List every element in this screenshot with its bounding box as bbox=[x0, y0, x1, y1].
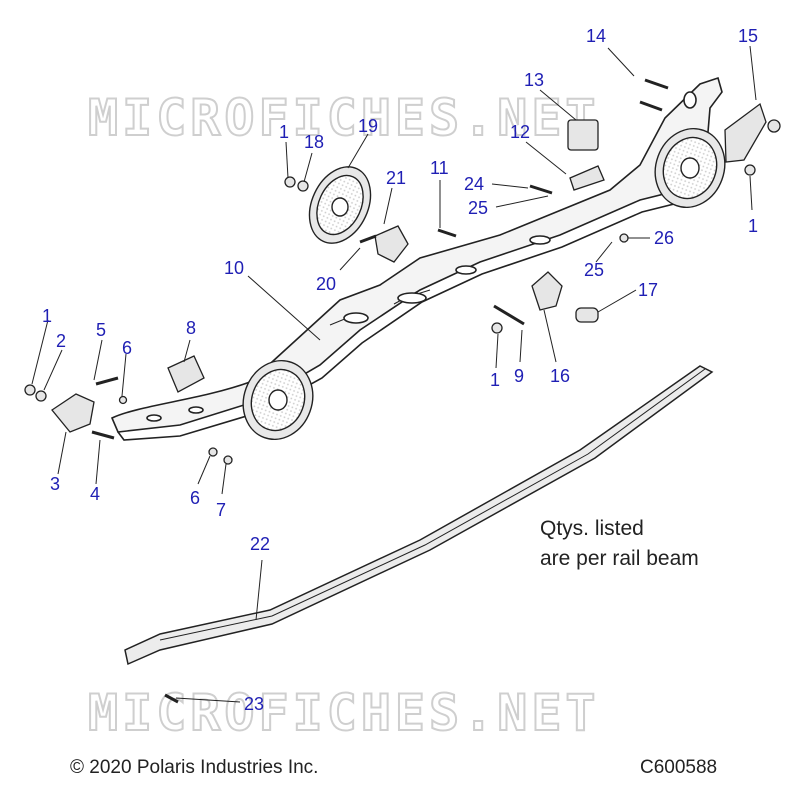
callout-25b: 25 bbox=[584, 260, 604, 280]
callout-17: 17 bbox=[638, 280, 658, 300]
callout-15: 15 bbox=[738, 26, 758, 46]
callout-1d: 1 bbox=[42, 306, 52, 326]
callout-12: 12 bbox=[510, 122, 530, 142]
washer-2 bbox=[35, 390, 47, 402]
block-8 bbox=[167, 355, 205, 393]
callout-18: 18 bbox=[304, 132, 324, 152]
callout-21: 21 bbox=[386, 168, 406, 188]
wheel-upper bbox=[308, 166, 372, 244]
small-hardware bbox=[24, 78, 781, 704]
callout-6b: 6 bbox=[190, 488, 200, 508]
bushing-17 bbox=[575, 307, 599, 323]
callout-10: 10 bbox=[224, 258, 244, 278]
rail-beam bbox=[110, 76, 723, 441]
nut-15a bbox=[767, 119, 781, 133]
leader-lines bbox=[31, 45, 757, 703]
nut-1a bbox=[284, 176, 296, 188]
callout-14: 14 bbox=[586, 26, 606, 46]
washer-26 bbox=[619, 233, 629, 243]
callout-24: 24 bbox=[464, 174, 484, 194]
nut-1b bbox=[744, 164, 756, 176]
spacer-21 bbox=[374, 225, 409, 263]
block-12 bbox=[569, 165, 605, 191]
callout-11: 11 bbox=[430, 158, 449, 178]
callout-23: 23 bbox=[244, 694, 264, 714]
callout-20: 20 bbox=[316, 274, 336, 294]
nut-1c bbox=[491, 322, 503, 334]
block-13 bbox=[567, 119, 599, 151]
cap-3 bbox=[51, 393, 95, 433]
callout-5: 5 bbox=[96, 320, 106, 340]
callout-3: 3 bbox=[50, 474, 60, 494]
washer-18 bbox=[297, 180, 309, 192]
callout-labels: 1 18 19 21 20 11 24 25 13 12 14 15 1 26 … bbox=[42, 26, 758, 714]
wheel-front bbox=[242, 359, 314, 441]
quantity-note-line-1: Qtys. listed bbox=[540, 517, 644, 540]
washer-6b bbox=[208, 447, 218, 457]
callout-6a: 6 bbox=[122, 338, 132, 358]
cam-16 bbox=[531, 271, 563, 311]
watermark-top: MICROFICHES.NET bbox=[88, 89, 600, 147]
wheel-rear bbox=[654, 127, 726, 209]
callout-9: 9 bbox=[514, 366, 524, 386]
callout-1a: 1 bbox=[279, 122, 289, 142]
callout-16: 16 bbox=[550, 366, 570, 386]
callout-1c: 1 bbox=[490, 370, 500, 390]
nut-1d bbox=[24, 384, 36, 396]
quantity-note: Qtys. listed are per rail beam bbox=[540, 514, 699, 574]
callout-25a: 25 bbox=[468, 198, 488, 218]
copyright-text: © 2020 Polaris Industries Inc. bbox=[70, 757, 319, 778]
washer-6a bbox=[118, 395, 128, 405]
callout-22: 22 bbox=[250, 534, 270, 554]
slide-rail bbox=[124, 365, 714, 666]
callout-26: 26 bbox=[654, 228, 674, 248]
callout-4: 4 bbox=[90, 484, 100, 504]
callout-13: 13 bbox=[524, 70, 544, 90]
quantity-note-line-2: are per rail beam bbox=[540, 547, 699, 570]
callout-2: 2 bbox=[56, 331, 66, 351]
watermark-bottom: MICROFICHES.NET bbox=[88, 684, 600, 742]
callout-7: 7 bbox=[216, 500, 226, 520]
nut-7 bbox=[223, 455, 233, 465]
callout-19: 19 bbox=[358, 116, 378, 136]
bracket-15 bbox=[724, 102, 767, 163]
callout-8: 8 bbox=[186, 318, 196, 338]
callout-1b: 1 bbox=[748, 216, 758, 236]
drawing-id: C600588 bbox=[640, 757, 718, 778]
